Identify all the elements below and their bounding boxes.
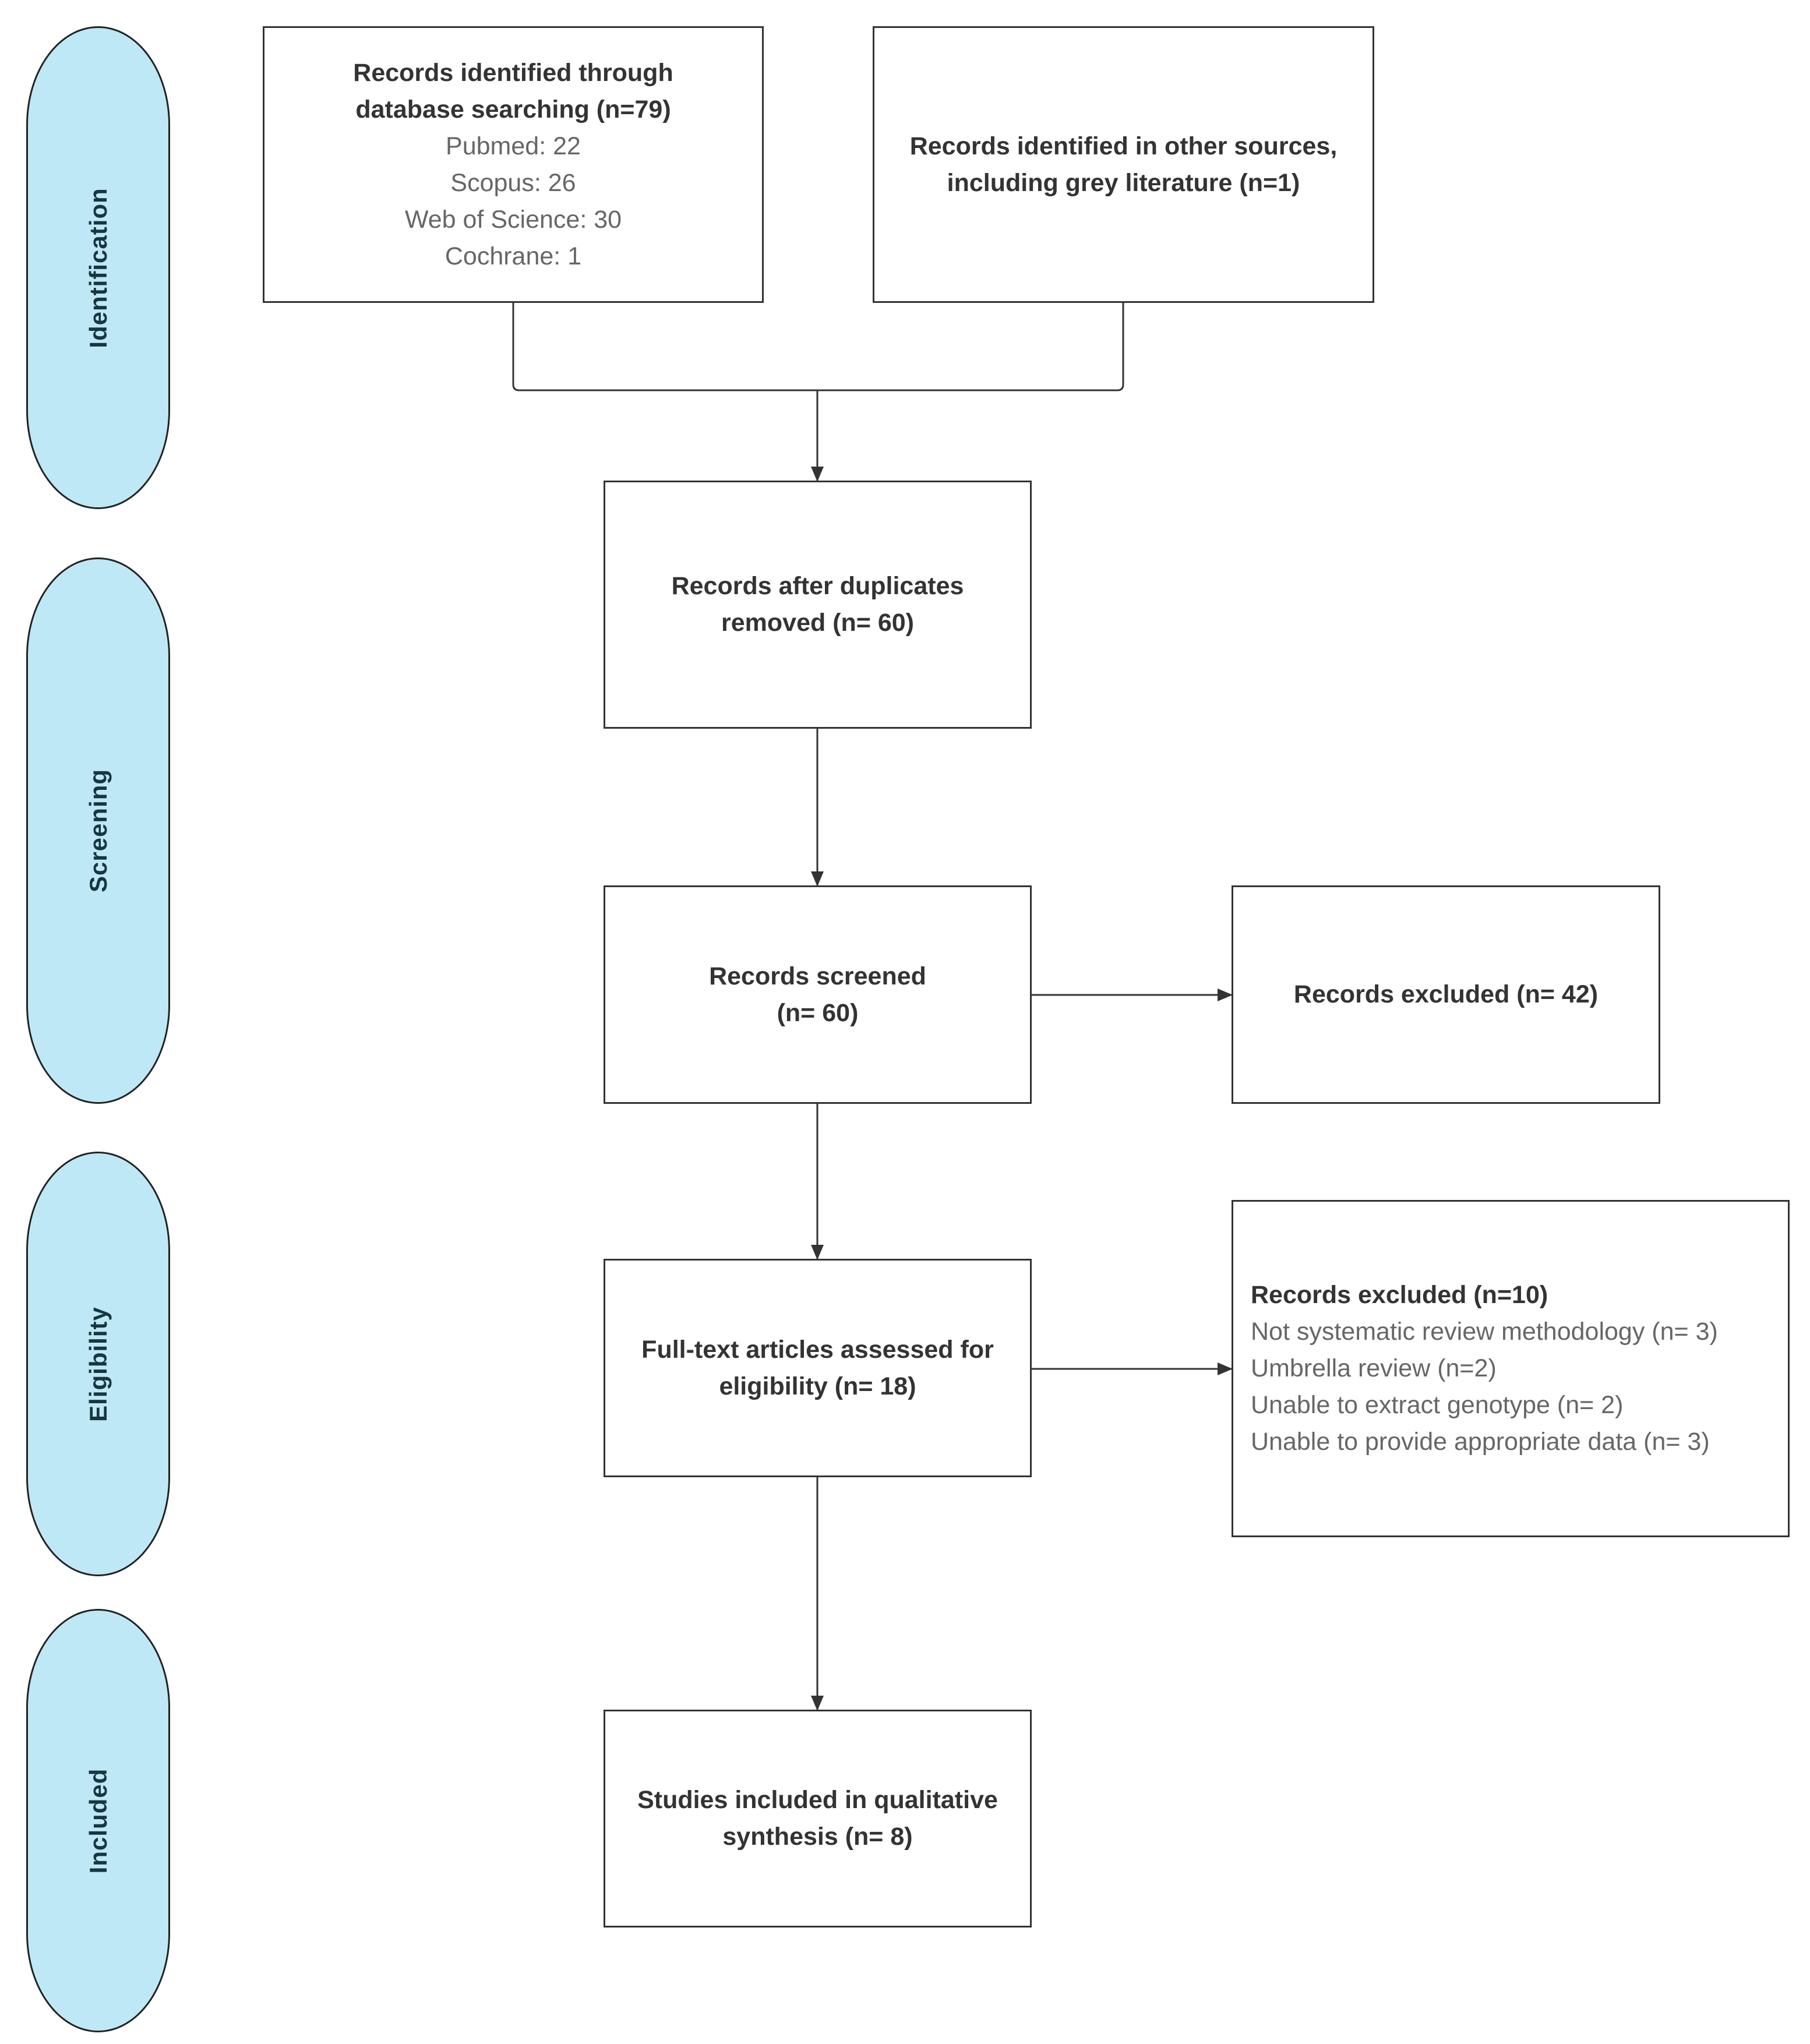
exclusion-reason: Unable to extract genotype (n= 2) (1251, 1391, 1624, 1419)
box-excluded-screening: Records excluded (n= 42) (1232, 885, 1660, 1104)
stage-eligibility: Eligibility (26, 1152, 170, 1576)
box-title-line: Full-text articles assessed for (641, 1335, 994, 1364)
box-title-line: including grey literature (n=1) (947, 168, 1300, 197)
box-title-line: Records identified through (353, 58, 673, 87)
box-title-line: Studies included in qualitative (637, 1786, 998, 1814)
source-count: Scopus: 26 (450, 168, 576, 197)
source-count: Web of Science: 30 (404, 205, 622, 234)
box-other-sources: Records identified in other sources, inc… (873, 26, 1374, 303)
box-title-line: Records identified in other sources, (909, 132, 1338, 160)
source-count: Pubmed: 22 (446, 132, 581, 160)
box-title-line: eligibility (n= 18) (719, 1372, 916, 1400)
box-title-line: database searching (n=79) (355, 95, 671, 123)
box-title-line: Records screened (709, 962, 926, 990)
exclusion-reason: Not systematic review methodology (n= 3) (1251, 1318, 1718, 1346)
box-excluded-fulltext: Records excluded (n=10) Not systematic r… (1232, 1200, 1790, 1537)
stage-screening: Screening (26, 557, 170, 1104)
box-duplicates-removed: Records after duplicates removed (n= 60) (604, 481, 1032, 729)
box-title-line: Records after duplicates (671, 572, 964, 600)
box-title-line: (n= 60) (777, 998, 859, 1027)
box-studies-included: Studies included in qualitative synthesi… (604, 1710, 1032, 1927)
merge-connector (512, 303, 1124, 391)
box-fulltext-assessed: Full-text articles assessed for eligibil… (604, 1259, 1032, 1477)
box-title-line: synthesis (n= 8) (722, 1823, 913, 1851)
box-records-screened: Records screened (n= 60) (604, 885, 1032, 1104)
box-title-line: removed (n= 60) (721, 609, 914, 637)
box-title: Records excluded (n=10) (1251, 1281, 1548, 1309)
exclusion-reason: Unable to provide appropriate data (n= 3… (1251, 1428, 1710, 1456)
exclusion-reason: Umbrella review (n=2) (1251, 1354, 1497, 1382)
source-count: Cochrane: 1 (444, 242, 582, 270)
stage-included: Included (26, 1609, 170, 2032)
stage-identification: Identification (26, 26, 170, 509)
box-database-records: Records identified through database sear… (263, 26, 764, 303)
box-title: Records excluded (n= 42) (1293, 980, 1599, 1008)
